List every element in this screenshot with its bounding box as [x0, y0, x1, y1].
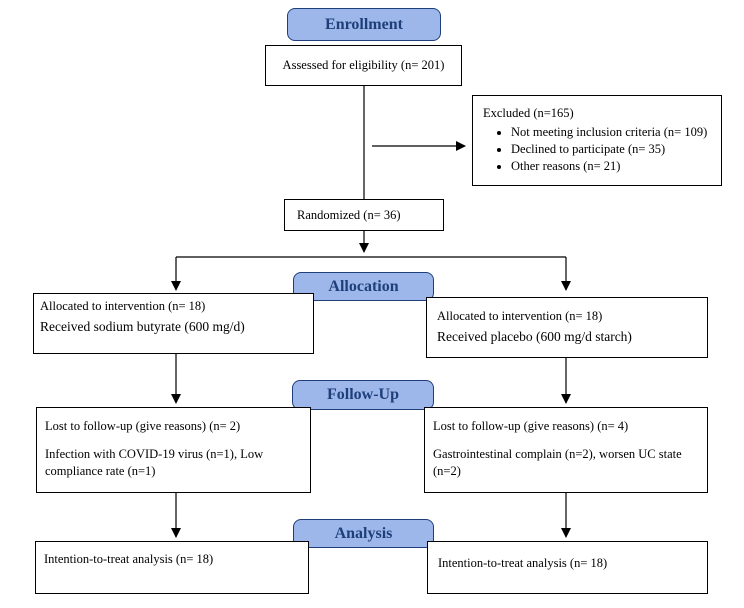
excluded-list: Not meeting inclusion criteria (n= 109) … [483, 124, 713, 175]
left-allocated-text: Allocated to intervention (n= 18) [40, 299, 206, 313]
left-lost-text: Lost to follow-up (give reasons) (n= 2) [45, 419, 241, 433]
stage-followup: Follow-Up [292, 380, 434, 410]
right-allocated-text: Allocated to intervention (n= 18) [437, 309, 603, 323]
left-received-text: Received sodium butyrate (600 mg/d) [40, 319, 245, 334]
right-allocation-box: Allocated to intervention (n= 18) Receiv… [426, 297, 708, 358]
left-analysis-text: Intention-to-treat analysis (n= 18) [44, 552, 214, 566]
left-followup-box: Lost to follow-up (give reasons) (n= 2) … [36, 407, 311, 493]
stage-analysis-label: Analysis [334, 524, 393, 542]
stage-followup-label: Follow-Up [327, 386, 399, 403]
stage-analysis: Analysis [293, 519, 434, 548]
left-analysis-box: Intention-to-treat analysis (n= 18) [35, 541, 309, 594]
left-allocation-box: Allocated to intervention (n= 18) Receiv… [33, 293, 314, 354]
stage-allocation: Allocation [293, 272, 434, 301]
right-analysis-box: Intention-to-treat analysis (n= 18) [427, 541, 708, 594]
excluded-item: Other reasons (n= 21) [511, 158, 713, 175]
right-lost-reasons: Gastrointestinal complain (n=2), worsen … [433, 447, 682, 478]
randomized-box: Randomized (n= 36) [284, 199, 444, 231]
excluded-item: Declined to participate (n= 35) [511, 141, 713, 158]
assessed-text: Assessed for eligibility (n= 201) [282, 58, 445, 72]
stage-allocation-label: Allocation [328, 277, 399, 295]
left-lost-reasons: Infection with COVID-19 virus (n=1), Low… [45, 447, 264, 478]
excluded-item: Not meeting inclusion criteria (n= 109) [511, 124, 713, 141]
right-lost-text: Lost to follow-up (give reasons) (n= 4) [433, 419, 629, 433]
stage-enrollment: Enrollment [287, 8, 441, 41]
stage-enrollment-label: Enrollment [325, 15, 403, 33]
excluded-title: Excluded (n=165) [483, 106, 574, 120]
randomized-text: Randomized (n= 36) [297, 208, 401, 222]
excluded-box: Excluded (n=165) Not meeting inclusion c… [472, 95, 722, 186]
assessed-box: Assessed for eligibility (n= 201) [265, 45, 462, 86]
right-received-text: Received placebo (600 mg/d starch) [437, 329, 632, 344]
right-analysis-text: Intention-to-treat analysis (n= 18) [438, 556, 608, 570]
right-followup-box: Lost to follow-up (give reasons) (n= 4) … [424, 407, 708, 493]
